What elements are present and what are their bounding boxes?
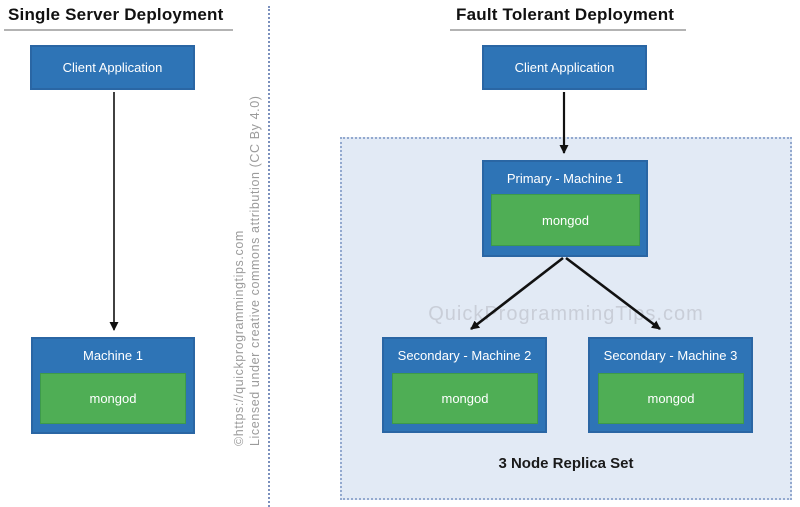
- single-server-title: Single Server Deployment: [8, 5, 224, 24]
- client-application-box-left: Client Application: [30, 45, 195, 90]
- mongod-label-secondary3: mongod: [647, 391, 695, 406]
- primary-machine1-box: Primary - Machine 1 mongod: [482, 160, 648, 257]
- mongod-box-secondary3: mongod: [598, 373, 744, 424]
- copyright-line1: ©https://quickprogrammingtips.com: [232, 230, 246, 446]
- secondary-machine2-title: Secondary - Machine 2: [397, 348, 532, 363]
- watermark-text: QuickProgrammingTips.com: [428, 303, 704, 325]
- machine1-box: Machine 1 mongod: [31, 337, 195, 434]
- secondary-machine3-title: Secondary - Machine 3: [603, 348, 738, 363]
- mongod-label-primary: mongod: [542, 212, 589, 228]
- secondary-machine2-box: Secondary - Machine 2 mongod: [382, 337, 547, 433]
- panel-divider: [268, 6, 270, 507]
- single-server-title-underline: [4, 29, 233, 31]
- fault-tolerant-title: Fault Tolerant Deployment: [456, 5, 675, 24]
- fault-tolerant-title-underline: [450, 29, 686, 31]
- client-application-box-right: Client Application: [482, 45, 647, 90]
- mongod-box-primary: mongod: [491, 194, 640, 246]
- secondary-machine3-box: Secondary - Machine 3 mongod: [588, 337, 753, 433]
- mongod-label-secondary2: mongod: [441, 391, 489, 406]
- primary-machine1-title: Primary - Machine 1: [506, 171, 624, 186]
- replica-set-caption: 3 Node Replica Set: [498, 455, 634, 472]
- client-application-label-right: Client Application: [514, 60, 615, 75]
- copyright-line2: Licensed under creative commons attribut…: [248, 95, 262, 446]
- mongod-label-machine1: mongod: [89, 391, 137, 406]
- client-application-label-left: Client Application: [62, 60, 163, 75]
- machine1-title: Machine 1: [83, 348, 143, 363]
- mongod-box-secondary2: mongod: [392, 373, 538, 424]
- copyright-note: ©https://quickprogrammingtips.com Licens…: [231, 95, 263, 446]
- mongod-box-machine1: mongod: [40, 373, 186, 424]
